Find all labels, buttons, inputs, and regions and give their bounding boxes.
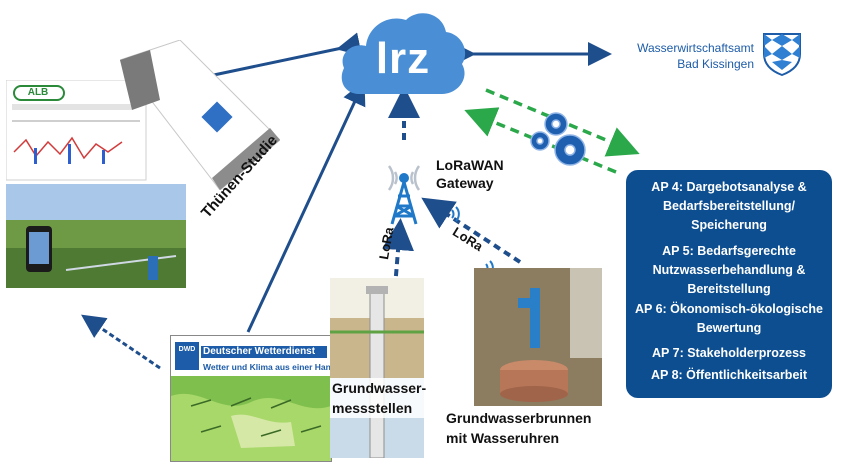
water-authority-logo: Wasserwirtschaftsamt Bad Kissingen bbox=[614, 24, 834, 84]
groundwater-wells-label: Grundwasser- messstellen bbox=[330, 378, 429, 418]
thuenen-card-image bbox=[119, 39, 281, 191]
work-package-4: AP 4: Dargebotsanalyse & Bedarfsbereitst… bbox=[651, 180, 807, 232]
gateway-tower-top bbox=[399, 173, 409, 183]
water-authority-name: Wasserwirtschaftsamt bbox=[637, 41, 754, 55]
thuenen-study-card: Thünen-Studie bbox=[119, 39, 281, 221]
groundwater-wells-label-line1: Grundwasser- bbox=[332, 380, 427, 396]
cloud-icon bbox=[341, 13, 466, 94]
dwd-logo: DWD bbox=[178, 346, 196, 353]
weather-service-panel: DWD Deutscher Wetterdienst Wetter und Kl… bbox=[170, 335, 332, 462]
wells-with-meters-label: Grundwasserbrunnen mit Wasseruhren bbox=[446, 408, 591, 448]
work-package-6: AP 6: Ökonomisch-ökologische Bewertung bbox=[634, 302, 823, 335]
gears-icon bbox=[530, 112, 586, 166]
arrow-dwd-collage bbox=[81, 314, 161, 370]
well-cross-section-image bbox=[330, 278, 424, 459]
dwd-tagline: Wetter und Klima aus einer Hand bbox=[203, 362, 332, 372]
weather-map-image bbox=[171, 336, 331, 461]
farm-photo-collage: ALB bbox=[5, 79, 214, 290]
water-authority-city: Bad Kissingen bbox=[677, 57, 754, 71]
work-package-5: AP 5: Bedarfsgerechte Nutzwasserbehandlu… bbox=[652, 244, 806, 296]
arrow-dwd-lrz bbox=[246, 80, 366, 333]
wells-with-meters-label-line2: mit Wasseruhren bbox=[446, 430, 560, 446]
groundwater-wells-label-line2: messstellen bbox=[332, 400, 413, 416]
signal-waves-icon bbox=[387, 165, 421, 191]
groundwater-well-diagram bbox=[330, 278, 424, 459]
water-meter-photo bbox=[474, 268, 602, 406]
wellhead-image bbox=[474, 268, 602, 406]
work-packages-box: AP 4: Dargebotsanalyse & Bedarfsbereitst… bbox=[626, 170, 832, 398]
bavarian-crest-icon bbox=[763, 33, 801, 76]
work-package-7: AP 7: Stakeholderprozess bbox=[652, 346, 806, 360]
wells-with-meters-label-line1: Grundwasserbrunnen bbox=[446, 410, 592, 426]
gateway-label: LoRaWAN Gateway bbox=[436, 156, 504, 192]
gateway-label-line1: LoRaWAN bbox=[436, 157, 504, 173]
lrz-label: lrz bbox=[375, 34, 431, 83]
alb-logo: ALB bbox=[27, 87, 49, 98]
gateway-tower-icon bbox=[390, 181, 418, 225]
lrz-cloud: lrz bbox=[338, 8, 468, 100]
dwd-name: Deutscher Wetterdienst bbox=[203, 346, 316, 357]
arrow-brunnen-gateway bbox=[421, 197, 522, 264]
collage-image bbox=[5, 79, 186, 288]
gateway-label-line2: Gateway bbox=[436, 175, 494, 191]
work-package-8: AP 8: Öffentlichkeitsarbeit bbox=[650, 368, 808, 382]
